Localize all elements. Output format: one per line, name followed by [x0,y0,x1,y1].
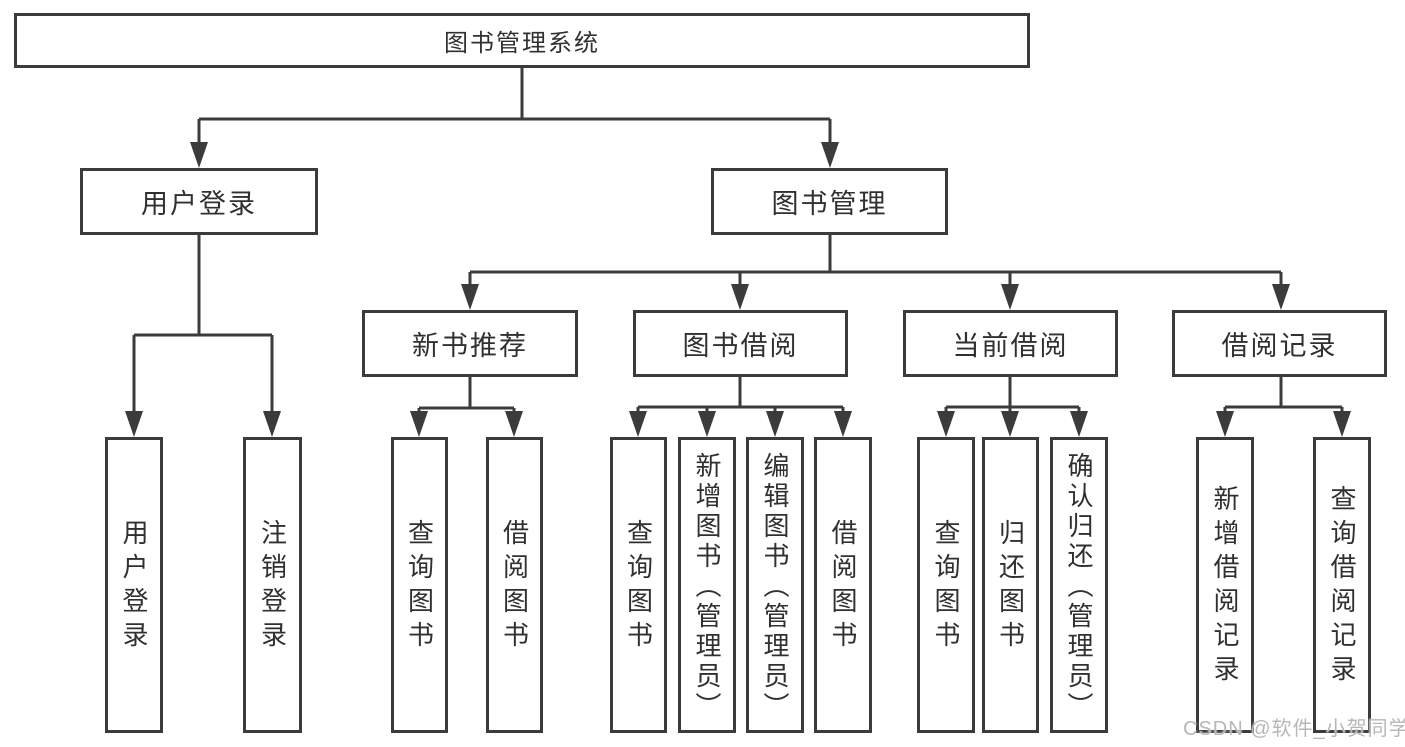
leaf-logout: 注销登录 [243,437,302,733]
leaf-query-borrow-record: 查询借阅记录 [1313,437,1371,733]
connector-userlogin-to-leaves [132,235,274,415]
node-new-book-recommend: 新书推荐 [362,310,578,377]
connector-currentborrow-to-leaves [944,377,1081,415]
watermark: CSDN @软件_小贺同学 [1183,718,1405,740]
node-borrow-records: 借阅记录 [1172,310,1387,377]
leaf-user-login: 用户登录 [105,437,163,733]
leaf-add-book-admin: 新增图书（管理员） [678,437,736,733]
node-user-login: 用户登录 [80,168,318,235]
arrowheads [125,142,1351,437]
leaf-recommend-query-books: 查询图书 [391,437,448,733]
connector-bookborrow-to-leaves [636,377,845,415]
leaf-confirm-return-admin: 确认归还（管理员） [1050,437,1108,733]
leaf-borrow-borrow-books: 借阅图书 [814,437,872,733]
connector-records-to-leaves [1223,377,1344,415]
leaf-current-query-books: 查询图书 [917,437,975,733]
leaf-recommend-borrow-books: 借阅图书 [486,437,543,733]
connector-recommend-to-leaves [417,377,516,415]
leaf-return-books: 归还图书 [982,437,1039,733]
leaf-borrow-query-books: 查询图书 [610,437,667,733]
leaf-add-borrow-record: 新增借阅记录 [1196,437,1254,733]
node-current-borrow: 当前借阅 [903,310,1118,377]
leaf-edit-book-admin: 编辑图书（管理员） [746,437,804,733]
node-book-borrow: 图书借阅 [633,310,848,377]
node-root: 图书管理系统 [14,13,1030,68]
connector-bookmgmt-to-level3 [468,235,1283,288]
connector-root-to-level2 [197,68,832,146]
node-book-management: 图书管理 [711,168,948,235]
